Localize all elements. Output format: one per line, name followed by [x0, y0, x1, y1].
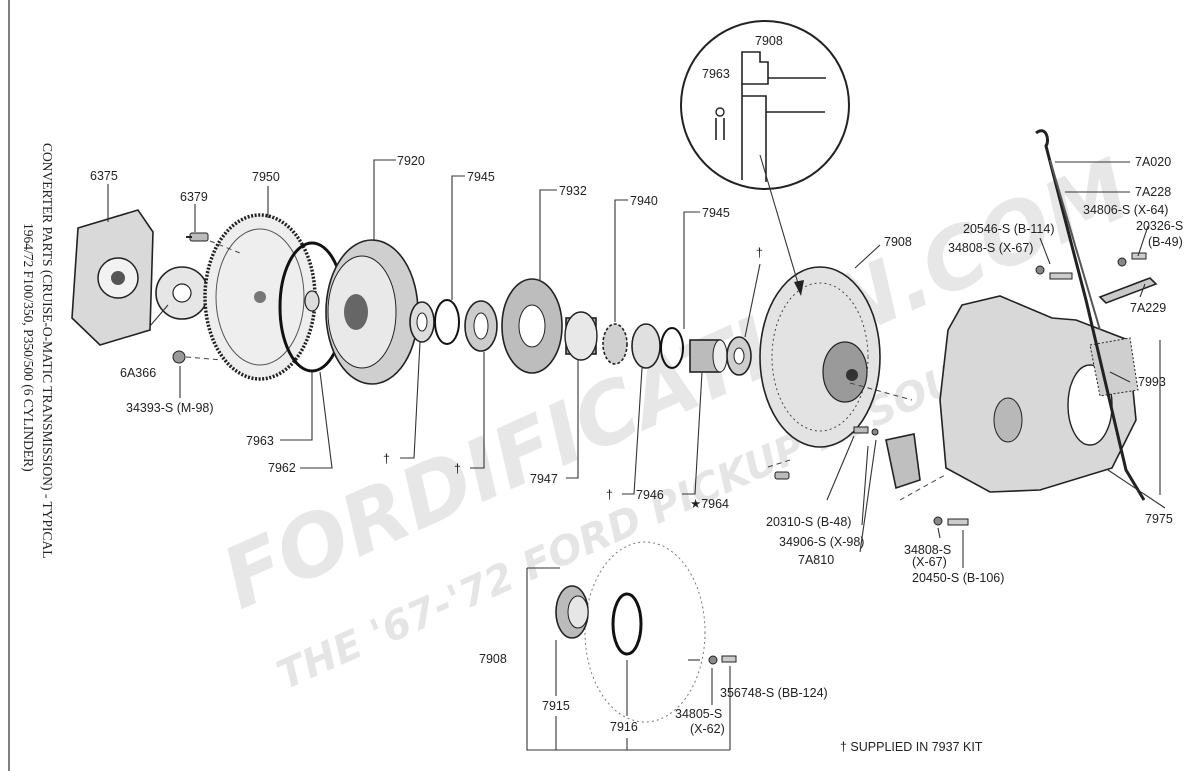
cover-plate-7a810 [885, 433, 921, 490]
label-7915: 7915 [542, 699, 570, 713]
label-7946: 7946 [636, 488, 664, 502]
label-7a229: 7A229 [1130, 301, 1166, 315]
bearing-race [464, 300, 498, 352]
label-20310: 20310-S (B-48) [766, 515, 851, 529]
label-7a810: 7A810 [798, 553, 834, 567]
label-7a020: 7A020 [1135, 155, 1171, 169]
label-34808-lower-code: (X-67) [912, 555, 947, 569]
label-6379: 6379 [180, 190, 208, 204]
label-20546: 20546-S (B-114) [963, 222, 1055, 236]
label-7908-sub: 7908 [479, 652, 507, 666]
label-34805-code: (X-62) [690, 722, 725, 736]
label-6a366: 6A366 [120, 366, 156, 380]
thrust-washer-dagger [726, 336, 752, 376]
label-dagger-washer: † [756, 246, 763, 260]
label-34808-lower: 34808-S [904, 543, 951, 557]
label-34808-top: 34808-S (X-67) [948, 241, 1033, 255]
label-7993: 7993 [1138, 375, 1166, 389]
label-7975: 7975 [1145, 512, 1173, 526]
label-7950: 7950 [252, 170, 280, 184]
diagram-title: CONVERTER PARTS (CRUISE-O-MATIC TRANSMIS… [40, 143, 55, 559]
label-7920: 7920 [397, 154, 425, 168]
leader-lines [107, 159, 1166, 751]
assembly-dashed-lines [185, 240, 946, 501]
label-7962: 7962 [268, 461, 296, 475]
label-dagger-3: † [606, 488, 613, 502]
label-7908-inset: 7908 [755, 34, 783, 48]
washer-7946 [631, 323, 661, 369]
bolt-7964 [774, 471, 790, 480]
bolt-20450 [933, 516, 969, 526]
diagram-subtitle: 1964/72 F100/350, P350/500 (6 CYLINDER) [21, 223, 36, 472]
stator-7932 [501, 278, 563, 374]
thrust-washer-7945-a [409, 301, 435, 343]
label-dagger-1: † [383, 452, 390, 466]
label-7945-a: 7945 [467, 170, 495, 184]
sub-assembly-group [555, 541, 737, 723]
roller-clutch-7940 [602, 323, 628, 365]
bolt-20310 [853, 426, 879, 436]
label-20326-code: (B-49) [1148, 235, 1183, 249]
cover-plate-6375 [71, 209, 154, 346]
label-7947: 7947 [530, 472, 558, 486]
nut-34393 [172, 350, 186, 364]
bolt-20326 [1117, 252, 1147, 267]
label-20326: 20326-S [1136, 219, 1183, 233]
label-34806: 34806-S (X-64) [1083, 203, 1168, 217]
snap-ring-7945 [434, 299, 460, 345]
dipstick-tube-7a020 [1035, 129, 1146, 501]
bolt-6379 [186, 232, 209, 242]
label-34906: 34906-S (X-98) [779, 535, 864, 549]
label-34393: 34393-S (M-98) [126, 401, 214, 415]
label-7a228: 7A228 [1135, 185, 1171, 199]
label-7963: 7963 [246, 434, 274, 448]
label-34805: 34805-S [675, 707, 722, 721]
bolt-20546 [1035, 265, 1073, 280]
label-7945-b: 7945 [702, 206, 730, 220]
label-6375: 6375 [90, 169, 118, 183]
label-7932: 7932 [559, 184, 587, 198]
footnote: † SUPPLIED IN 7937 KIT [840, 740, 983, 754]
converter-housing-7975 [939, 295, 1139, 493]
converter-impeller-7920 [325, 239, 419, 385]
label-356748: 356748-S (BB-124) [720, 686, 828, 700]
inset-pointer-arrow [759, 154, 801, 291]
flywheel-7950 [203, 213, 317, 381]
one-way-clutch-hub-7947 [564, 311, 598, 361]
label-20450: 20450-S (B-106) [912, 571, 1004, 585]
label-7908-main: 7908 [884, 235, 912, 249]
label-7916: 7916 [610, 720, 638, 734]
snap-ring-7945-b [660, 327, 684, 369]
bracket-7a229 [1098, 277, 1158, 304]
inset-arrowhead [794, 280, 804, 296]
inset-detail-circle [680, 20, 850, 190]
converter-assembly-7908 [759, 266, 881, 448]
part-labels: 6375 6379 7950 7920 7945 7932 7940 7945 … [90, 34, 1183, 736]
washer-7963 [304, 290, 320, 312]
label-dagger-2: † [454, 462, 461, 476]
label-7940: 7940 [630, 194, 658, 208]
reinforcement-plate-6a366 [155, 266, 209, 320]
label-7964: ★7964 [690, 497, 729, 511]
spacer-sleeve [689, 339, 728, 373]
label-7963-inset: 7963 [702, 67, 730, 81]
